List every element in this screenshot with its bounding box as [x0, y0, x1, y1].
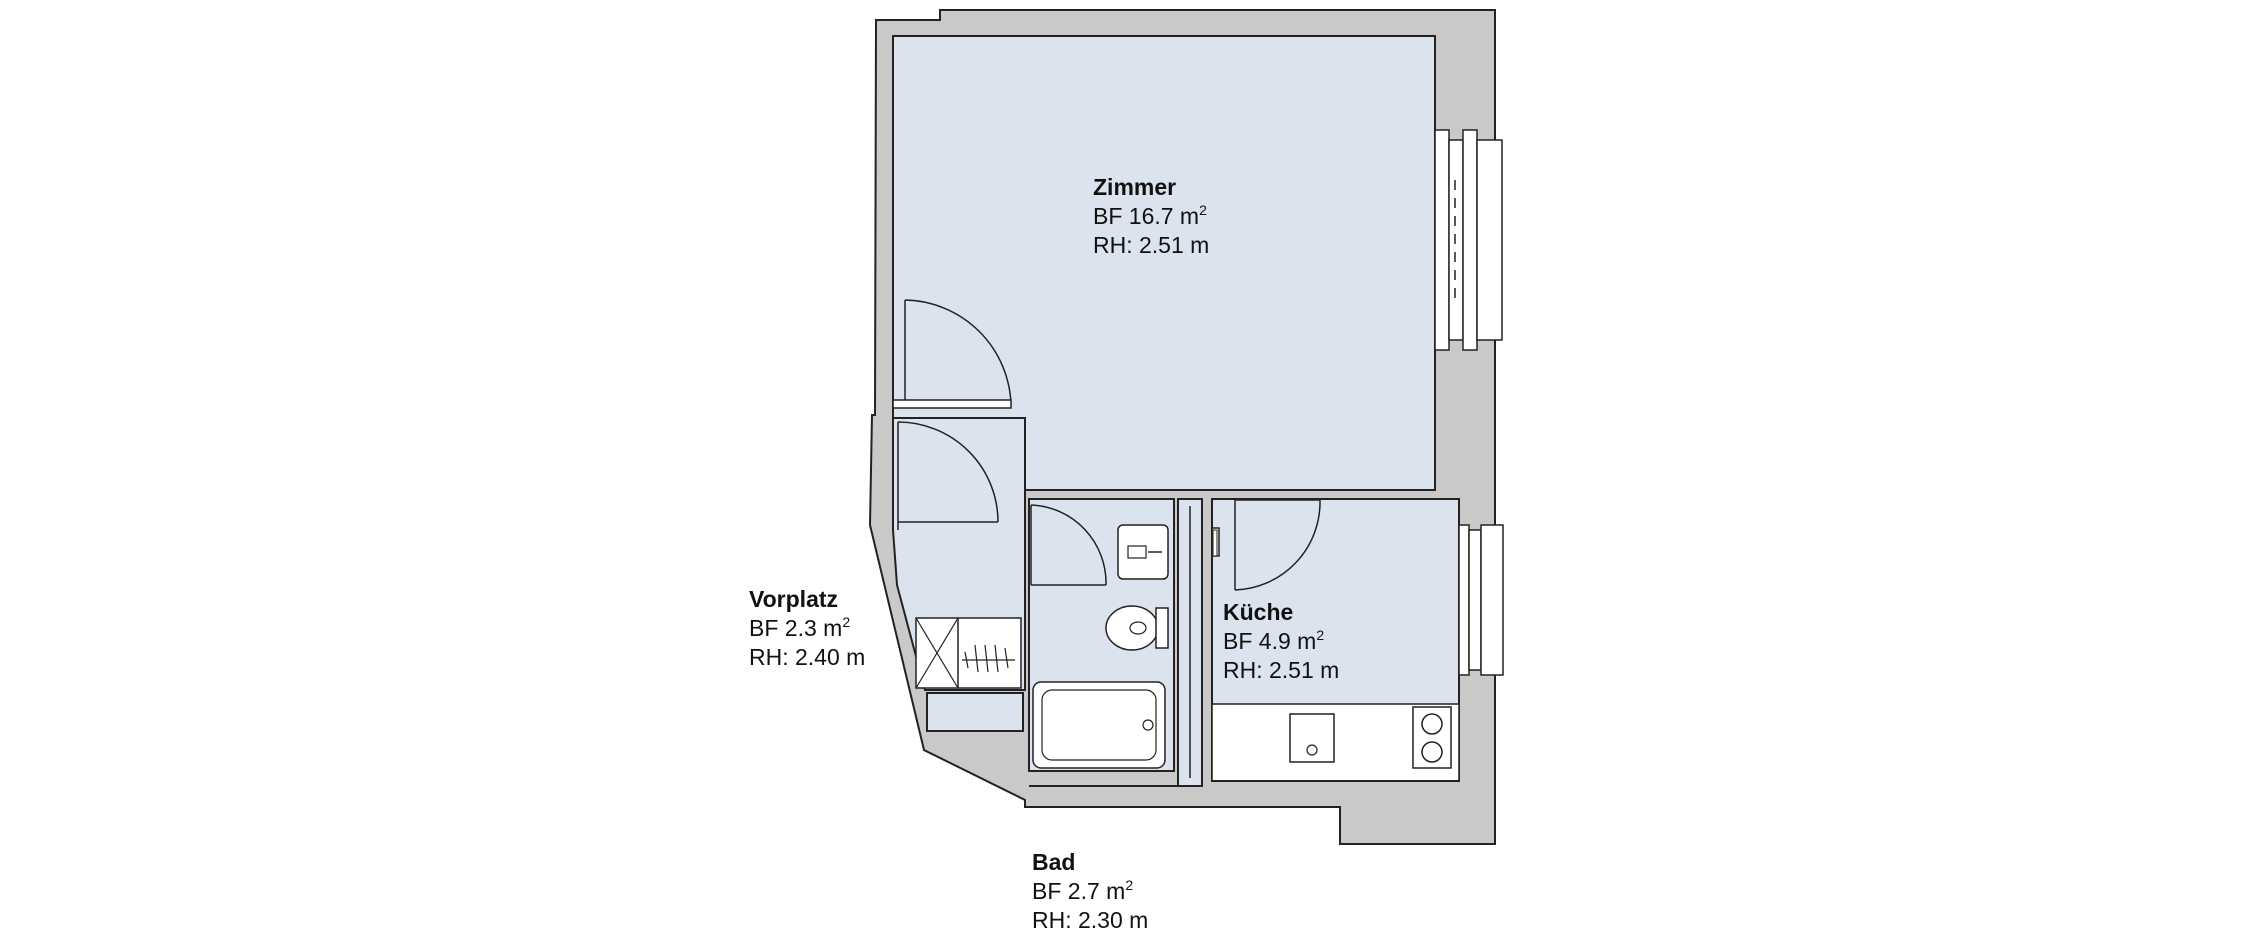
room-name-vorplatz: Vorplatz	[749, 586, 839, 612]
door-bad	[1030, 504, 1107, 586]
sink-drain	[1306, 744, 1318, 756]
label-bad: Bad BF 2.7 m2 RH: 2.30 m	[1032, 848, 1148, 935]
room-name-zimmer: Zimmer	[1093, 174, 1177, 200]
wardrobe-hangers	[962, 644, 1015, 673]
label-kueche: Küche BF 4.9 m2 RH: 2.51 m	[1223, 598, 1339, 685]
label-vorplatz: Vorplatz BF 2.3 m2 RH: 2.40 m	[749, 585, 865, 672]
room-height-bad: RH: 2.30 m	[1032, 907, 1149, 933]
window-kueche	[1458, 524, 1504, 676]
vorplatz-storage-strip	[926, 692, 1024, 732]
room-area-bad: BF 2.7 m2	[1032, 877, 1134, 904]
bathtub-inner	[1041, 689, 1157, 761]
kitchen-stove	[1412, 706, 1452, 769]
room-area-vorplatz: BF 2.3 m2	[749, 614, 851, 641]
label-zimmer: Zimmer BF 16.7 m2 RH: 2.51 m	[1093, 173, 1209, 260]
room-name-bad: Bad	[1032, 849, 1076, 875]
kitchen-sink	[1289, 713, 1335, 763]
room-height-zimmer: RH: 2.51 m	[1093, 232, 1210, 258]
door-entry	[897, 421, 999, 530]
room-area-kueche: BF 4.9 m2	[1223, 627, 1325, 654]
room-name-kueche: Küche	[1223, 599, 1294, 625]
bath-bathtub	[1032, 681, 1166, 769]
bath-toilet	[1105, 605, 1159, 651]
room-area-zimmer: BF 16.7 m2	[1093, 202, 1207, 229]
bathtub-drain	[1142, 719, 1154, 731]
kitchen-wall-switch	[1212, 529, 1218, 557]
door-zimmer	[892, 299, 1012, 409]
room-height-vorplatz: RH: 2.40 m	[749, 644, 866, 670]
stove-burner-1	[1421, 713, 1443, 735]
toilet-tank	[1155, 607, 1169, 649]
window-zimmer	[1434, 129, 1503, 351]
room-height-kueche: RH: 2.51 m	[1223, 657, 1340, 683]
washbasin-bowl	[1127, 545, 1147, 559]
wardrobe	[915, 617, 1022, 689]
stove-burner-2	[1421, 741, 1443, 763]
wardrobe-cross-2	[915, 617, 959, 689]
toilet-bowl-inner	[1129, 621, 1147, 635]
